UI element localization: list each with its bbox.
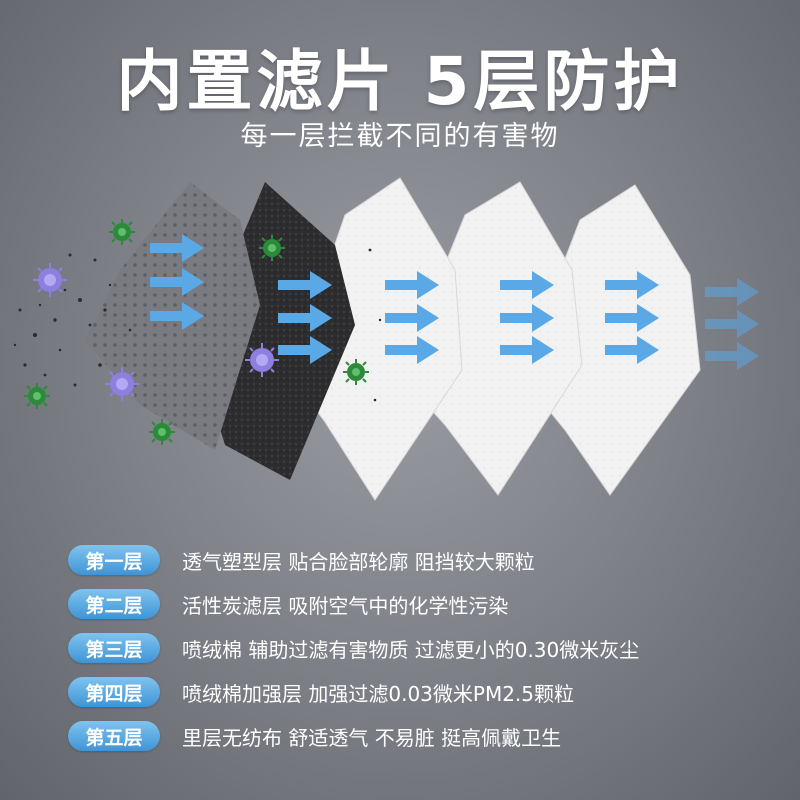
layer-badge: 第一层 (68, 545, 160, 575)
layer-row-3: 第三层 喷绒棉 辅助过滤有害物质 过滤更小的0.30微米灰尘 (68, 632, 639, 664)
layer-description: 喷绒棉 辅助过滤有害物质 过滤更小的0.30微米灰尘 (182, 637, 640, 662)
layer-badge: 第四层 (68, 677, 160, 707)
layer-description: 喷绒棉加强层 加强过滤0.03微米PM2.5颗粒 (182, 681, 575, 706)
layer-description: 透气塑型层 贴合脸部轮廓 阻挡较大颗粒 (182, 549, 535, 574)
filter-layers-illustration (13, 177, 759, 501)
layer-row-5: 第五层 里层无纺布 舒适透气 不易脏 挺高佩戴卫生 (68, 720, 561, 752)
layer-row-2: 第二层 活性炭滤层 吸附空气中的化学性污染 (68, 588, 508, 620)
layer-description: 活性炭滤层 吸附空气中的化学性污染 (182, 593, 509, 618)
layer-row-1: 第一层 透气塑型层 贴合脸部轮廓 阻挡较大颗粒 (68, 544, 535, 576)
layer-row-4: 第四层 喷绒棉加强层 加强过滤0.03微米PM2.5颗粒 (68, 676, 574, 708)
layer-badge: 第三层 (68, 633, 160, 663)
page-title: 内置滤片 5层防护 (116, 43, 684, 120)
layer-badge: 第二层 (68, 589, 160, 619)
filter-layer-4 (399, 181, 583, 496)
layer-badge: 第五层 (68, 721, 160, 751)
layer-description: 里层无纺布 舒适透气 不易脏 挺高佩戴卫生 (182, 725, 562, 750)
page-subtitle: 每一层拦截不同的有害物 (240, 121, 560, 152)
dust-particles (13, 248, 382, 402)
